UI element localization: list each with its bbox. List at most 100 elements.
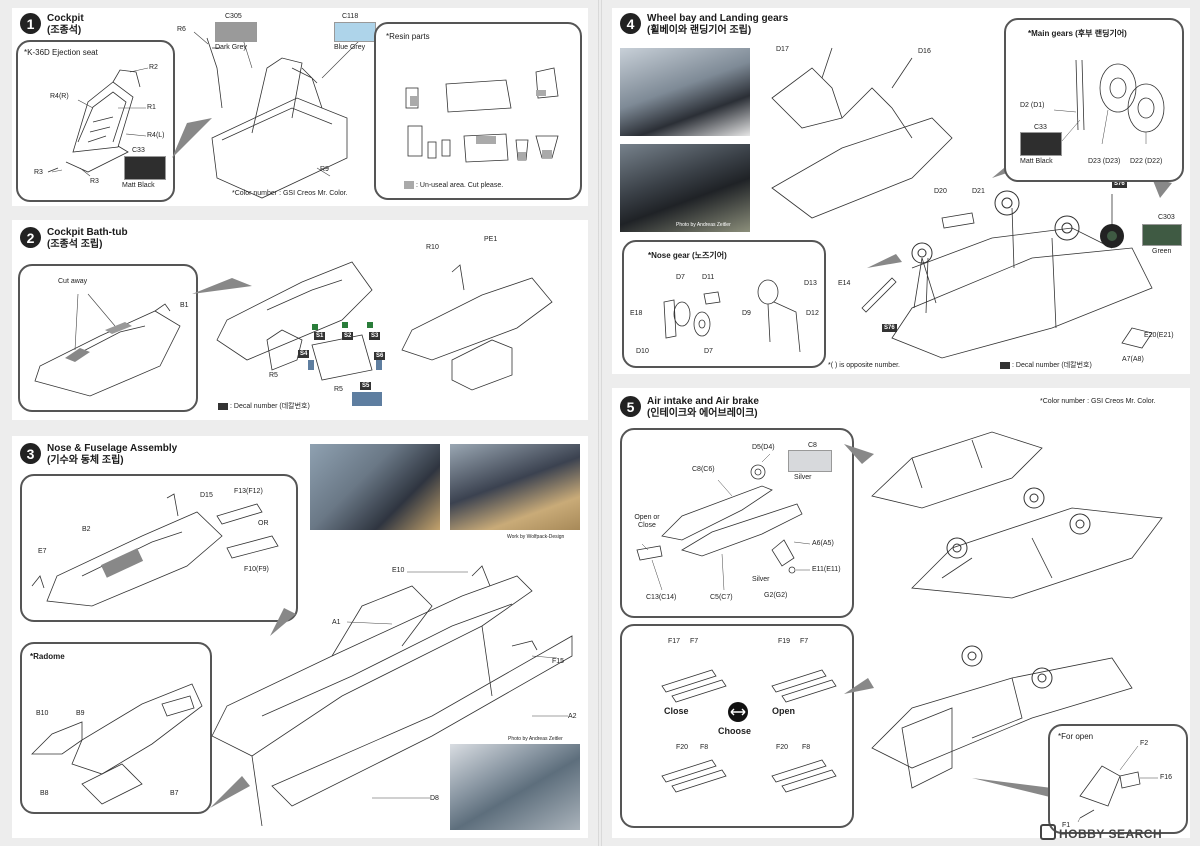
for-open-drawing	[1077, 745, 1158, 823]
part-label: E7	[38, 548, 47, 555]
decal-key-swatch	[218, 403, 228, 410]
decal-badge: S5	[360, 382, 372, 390]
part-label: D2 (D1)	[1020, 102, 1045, 109]
nose-gear-callout: *Nose gear (노즈기어) D7 D11 E18 D10 D7 D13 …	[622, 240, 826, 368]
callout-title: *Radome	[30, 652, 65, 661]
bathtub-assembly-drawing	[192, 261, 553, 406]
decal-badge: S3	[369, 332, 381, 340]
dark-grey-swatch	[215, 22, 257, 42]
step-number: 5	[620, 396, 641, 417]
matt-black-swatch	[124, 156, 166, 180]
landing-gear-photo-1	[620, 48, 750, 136]
part-label: D15	[200, 492, 213, 499]
part-label: R1	[147, 104, 156, 111]
cut-away-drawing	[34, 293, 181, 397]
step-number: 1	[20, 13, 41, 34]
step-title: Wheel bay and Landing gears	[647, 13, 789, 24]
step4-panel: 4 Wheel bay and Landing gears (휠베이와 랜딩기어…	[612, 8, 1190, 374]
part-label: D8	[430, 795, 439, 802]
ejection-seat-drawing	[47, 67, 149, 177]
part-label: F20	[776, 744, 789, 751]
part-label: B1	[180, 302, 189, 309]
cut-area-swatch	[404, 181, 414, 189]
nose-assembly-drawing	[31, 493, 279, 607]
color-note: *Color number : GSI Creos Mr. Color.	[1040, 398, 1156, 405]
part-label: D11	[702, 274, 715, 281]
page-fold	[598, 0, 602, 846]
color-name: Blue Grey	[334, 44, 366, 51]
part-label: F8	[700, 744, 709, 751]
part-label: F2	[1140, 740, 1149, 747]
part-label: D9	[742, 310, 751, 317]
cockpit-photo-1	[310, 444, 440, 530]
blue-grey-swatch	[334, 22, 376, 42]
part-label: PE1	[484, 236, 498, 243]
color-code: C8	[808, 442, 817, 449]
color-name: Matt Black	[122, 182, 155, 189]
color-note: *Color number : GSI Creos Mr. Color.	[232, 190, 348, 197]
matt-black-swatch	[1020, 132, 1062, 156]
choose-callout: F17 F7 F19 F7 F20 F8 F20 F8 Close Open C…	[620, 624, 854, 828]
choose-label: Choose	[718, 726, 752, 736]
silver-swatch	[788, 450, 832, 472]
ejection-seat-callout: *K-36D Ejection seat R2 R4(R) R1 R4(L)	[16, 40, 175, 202]
step-number: 2	[20, 227, 41, 248]
part-label: D20	[934, 188, 947, 195]
resin-parts-drawing	[405, 67, 559, 163]
part-label: F16	[1160, 774, 1173, 781]
callout-title: *Nose gear (노즈기어)	[648, 251, 727, 260]
step-title: Nose & Fuselage Assembly	[47, 443, 178, 454]
part-label: D21	[972, 188, 985, 195]
part-label: R5	[334, 386, 343, 393]
landing-gear-photo-2: Photo by Andreas Zeitler	[620, 144, 750, 232]
part-label: E11(E11)	[812, 566, 841, 573]
step-subtitle: (휠베이와 랜딩기어 조립)	[647, 25, 752, 36]
step2-header: 2 Cockpit Bath-tub (조종석 조립)	[20, 227, 128, 251]
part-label: E10	[392, 567, 405, 574]
part-label: Open or Close	[634, 514, 660, 529]
part-label: D13	[804, 280, 817, 287]
step3-panel: 3 Nose & Fuselage Assembly (기수와 동체 조립) D…	[12, 436, 588, 838]
color-code: C303	[1158, 214, 1175, 221]
part-label: D22 (D22)	[1130, 158, 1163, 165]
decal-badge: S76	[882, 324, 897, 332]
part-label: F19	[778, 638, 791, 645]
opposite-note: *( ) is opposite number.	[828, 362, 900, 369]
photo-credit: Work by Wolfpack-Design	[507, 534, 565, 540]
step-subtitle: (조종석)	[47, 25, 82, 36]
part-label: D23 (D23)	[1088, 158, 1121, 165]
green-swatch	[1142, 224, 1182, 246]
or-label: OR	[258, 520, 269, 527]
part-label: R9	[320, 166, 329, 173]
green-gear-leg-drawing	[1100, 194, 1124, 248]
step3-header: 3 Nose & Fuselage Assembly (기수와 동체 조립)	[20, 443, 177, 467]
part-label: F17	[668, 638, 681, 645]
step2-panel: 2 Cockpit Bath-tub (조종석 조립) Cut away B1	[12, 220, 588, 420]
nose-gear-drawing	[663, 279, 801, 353]
part-label: B10	[36, 710, 49, 717]
part-label: R4(R)	[50, 93, 69, 100]
decal-badge: S76	[1112, 180, 1127, 188]
cockpit-tub-drawing	[172, 31, 365, 199]
part-label: D7	[704, 348, 713, 355]
part-label: D16	[918, 48, 931, 55]
part-label: A7(A8)	[1122, 356, 1144, 363]
callout-title: *For open	[1058, 732, 1094, 741]
part-label: F7	[800, 638, 809, 645]
watermark: HOBBY SEARCH	[1040, 824, 1162, 841]
main-gears-callout: *Main gears (후부 랜딩기어) D2 (D1) C33 Matt B…	[1004, 18, 1184, 182]
part-label: R6	[177, 26, 186, 33]
step-title: Air intake and Air brake	[647, 396, 759, 407]
step-subtitle: (기수와 동체 조립)	[47, 455, 124, 466]
part-label: F10(F9)	[244, 566, 269, 573]
watermark-text: HOBBY SEARCH	[1059, 827, 1163, 841]
part-label: R3	[90, 178, 99, 185]
part-label: R4(L)	[147, 132, 165, 139]
callout-title: *Main gears (후부 랜딩기어)	[1028, 29, 1127, 38]
part-label: D12	[806, 310, 819, 317]
part-label: D17	[776, 46, 789, 53]
color-name: Green	[1152, 248, 1172, 255]
decal-note: : Decal number (데칼번호)	[1012, 362, 1092, 369]
part-label: B8	[40, 790, 49, 797]
part-label: R2	[149, 64, 158, 71]
